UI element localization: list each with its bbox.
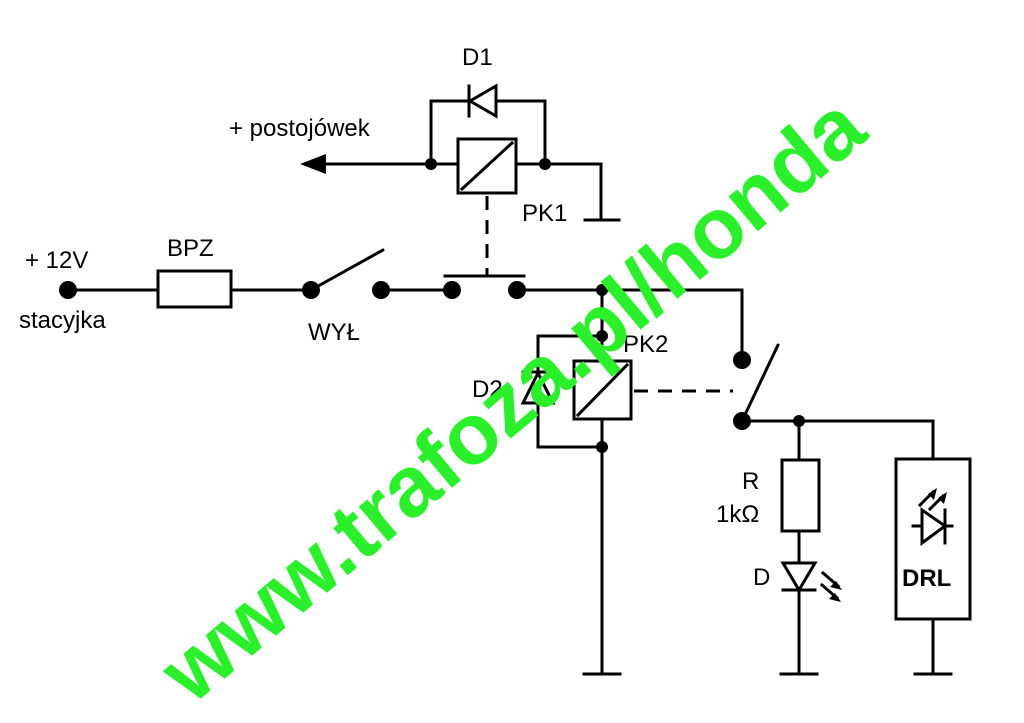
label-resistor: R: [742, 468, 759, 495]
label-diode2: D2: [472, 376, 503, 403]
label-relay2: PK2: [623, 331, 668, 358]
relay-pk1-contact: [443, 274, 526, 299]
drl-led-icon: [911, 488, 954, 546]
label-resistor-value: 1kΩ: [716, 501, 759, 528]
relay-pk2-contact: [733, 288, 935, 430]
label-parking-lights: + postojówek: [229, 115, 371, 142]
supply-terminal: [59, 281, 77, 299]
drl-branch: [894, 419, 972, 676]
label-led: D: [753, 564, 770, 591]
resistor-r: [780, 458, 821, 533]
light-rays-icon: [819, 570, 842, 602]
label-supply-source: stacyjka: [19, 307, 106, 334]
switch-wyl: [302, 248, 390, 299]
diode-d1: [466, 83, 498, 119]
indicator-branch: [779, 419, 821, 676]
led-d: [780, 561, 842, 602]
label-drl: DRL: [902, 565, 951, 592]
drl-module: [894, 457, 972, 621]
label-relay1: PK1: [522, 200, 567, 227]
label-switch: WYŁ: [308, 319, 360, 346]
relay-pk1-circuit: [300, 99, 621, 276]
relay-pk2-circuit: [536, 288, 733, 676]
label-fuse: BPZ: [167, 235, 214, 262]
label-supply: + 12V: [25, 247, 88, 274]
diode-d2: [520, 369, 556, 405]
fuse-bpz: [156, 269, 233, 309]
arrow-left-icon: [300, 154, 326, 174]
label-diode1: D1: [462, 44, 493, 71]
